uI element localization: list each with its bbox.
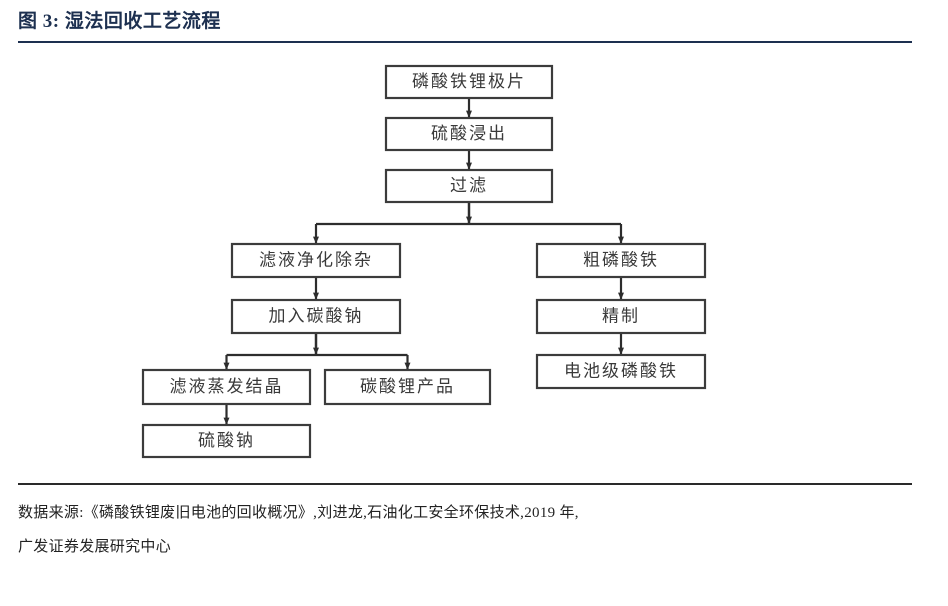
flow-node-n9[interactable]: 碳酸锂产品 — [323, 368, 492, 406]
flow-node-n11[interactable]: 硫酸钠 — [141, 423, 312, 459]
flow-node-label: 磷酸铁锂极片 — [412, 72, 526, 91]
flow-node-n10[interactable]: 电池级磷酸铁 — [535, 353, 707, 390]
source-line-2: 广发证券发展研究中心 — [18, 539, 172, 555]
flow-node-box — [141, 368, 312, 406]
flow-node-box — [230, 298, 402, 335]
flow-arrow-n6-to-n9 — [314, 333, 411, 370]
flow-node-box — [230, 242, 402, 279]
flow-node-n3[interactable]: 过滤 — [384, 168, 554, 204]
flow-node-label: 滤液净化除杂 — [259, 250, 373, 269]
process-flowchart: 磷酸铁锂极片硫酸浸出过滤滤液净化除杂 粗磷酸铁加入碳酸钠 精制滤液蒸发结晶 碳酸锂产品… — [0, 46, 948, 482]
flow-node-label: 硫酸浸出 — [431, 124, 507, 143]
flow-node-n1[interactable]: 磷酸铁锂极片 — [384, 64, 554, 100]
flowchart-edges — [223, 98, 625, 425]
flow-node-label: 硫酸钠 — [198, 431, 255, 450]
page-title: 图 3: 湿法回收工艺流程 — [18, 11, 221, 32]
flow-node-label: 过滤 — [450, 176, 488, 195]
flow-node-box — [535, 353, 707, 390]
figure-header: 图 3: 湿法回收工艺流程 — [18, 10, 912, 44]
flow-node-label: 碳酸锂产品 — [360, 377, 455, 396]
flow-node-n8[interactable]: 滤液蒸发结晶 — [141, 368, 312, 406]
flow-node-n4[interactable]: 滤液净化除杂 — [230, 242, 402, 279]
flow-arrow-n3-to-n5 — [467, 202, 625, 244]
header-divider — [18, 41, 912, 43]
flow-arrow-n3-to-n4 — [313, 202, 471, 244]
flow-node-label: 滤液蒸发结晶 — [170, 377, 284, 396]
flow-node-box — [323, 368, 492, 406]
flow-node-box — [535, 298, 707, 335]
flow-node-box — [384, 168, 554, 204]
footer-divider — [18, 483, 912, 485]
source-line-1: 数据来源:《磷酸铁锂废旧电池的回收概况》,刘进龙,石油化工安全环保技术,2019… — [18, 505, 579, 521]
flow-node-label: 加入碳酸钠 — [269, 306, 364, 325]
flow-node-label: 精制 — [602, 306, 640, 325]
flow-node-label: 电池级磷酸铁 — [564, 361, 678, 380]
flow-arrow-n6-to-n8 — [223, 333, 318, 370]
flow-node-n7[interactable]: 精制 — [535, 298, 707, 335]
flow-node-label: 粗磷酸铁 — [583, 250, 659, 269]
flow-node-n2[interactable]: 硫酸浸出 — [384, 116, 554, 152]
flow-node-box — [384, 64, 554, 100]
flow-node-n5[interactable]: 粗磷酸铁 — [535, 242, 707, 279]
flow-node-box — [535, 242, 707, 279]
flow-node-n6[interactable]: 加入碳酸钠 — [230, 298, 402, 335]
flow-node-box — [141, 423, 312, 459]
flow-node-box — [384, 116, 554, 152]
source-note: 数据来源:《磷酸铁锂废旧电池的回收概况》,刘进龙,石油化工安全环保技术,2019… — [18, 496, 918, 564]
